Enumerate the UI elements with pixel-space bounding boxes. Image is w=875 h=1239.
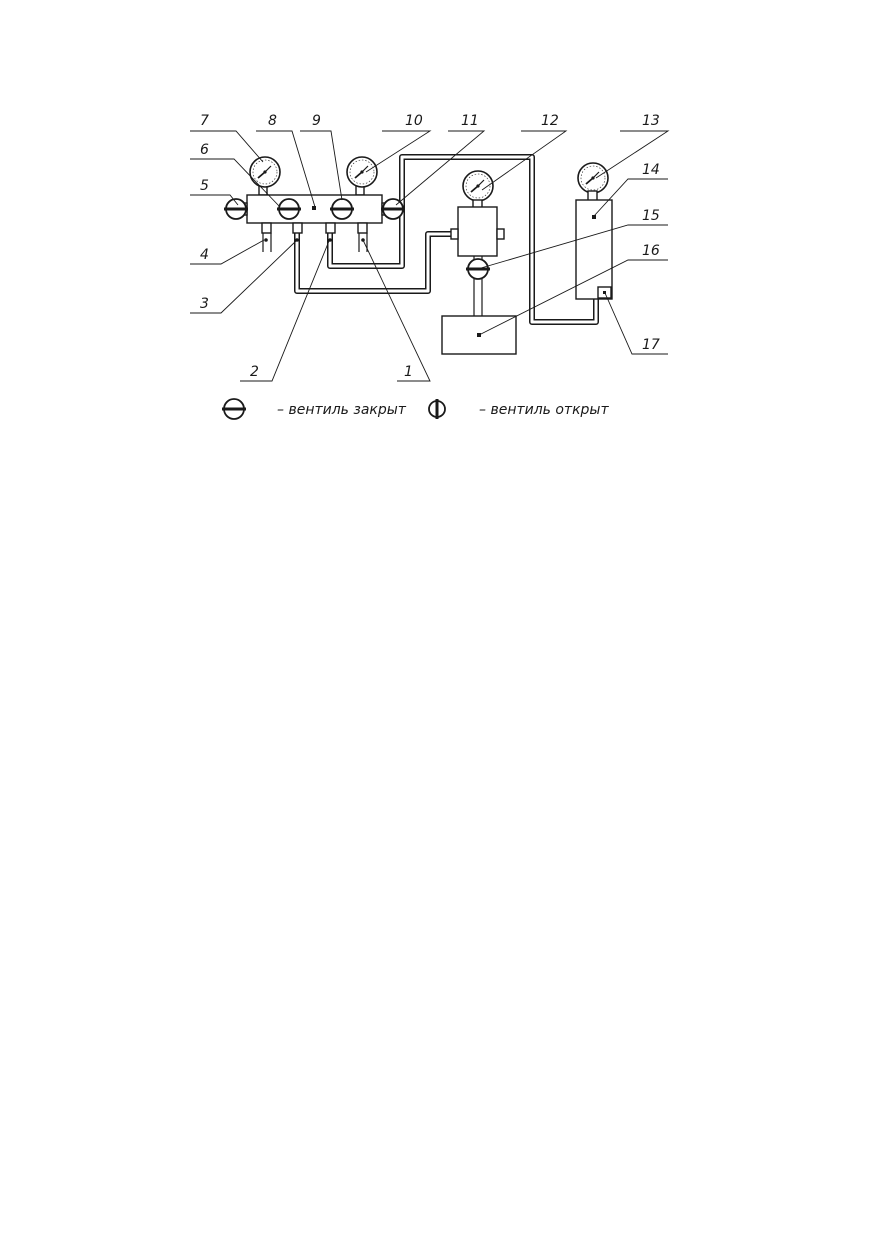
label-6: 6 xyxy=(200,142,209,158)
gauge-icon-12 xyxy=(462,170,494,202)
label-12: 12 xyxy=(541,113,559,129)
label-2: 2 xyxy=(250,364,259,380)
legend-open-text: – вентиль открыт xyxy=(479,402,609,418)
manifold-block xyxy=(235,182,394,252)
port-4 xyxy=(261,222,272,234)
port-1 xyxy=(357,222,368,234)
label-15: 15 xyxy=(642,208,660,224)
label-11: 11 xyxy=(461,113,479,129)
port-2 xyxy=(325,222,336,234)
label-4: 4 xyxy=(200,247,209,263)
label-10: 10 xyxy=(405,113,423,129)
label-1: 1 xyxy=(404,364,413,380)
supply-line xyxy=(473,279,483,316)
label-16: 16 xyxy=(642,243,660,259)
filter-block xyxy=(450,199,505,262)
label-3: 3 xyxy=(200,296,209,312)
label-8: 8 xyxy=(268,113,277,129)
pipes xyxy=(294,154,599,325)
valve-closed-legend-icon xyxy=(220,397,248,421)
gauge-icon-7 xyxy=(249,156,281,188)
label-14: 14 xyxy=(642,162,660,178)
legend: – вентиль закрыт – вентиль открыт xyxy=(220,397,609,421)
charging-cylinder xyxy=(575,190,613,300)
label-7: 7 xyxy=(200,113,209,129)
label-5: 5 xyxy=(200,178,209,194)
labels: 7 8 9 10 11 12 13 6 5 4 3 2 1 14 15 16 1… xyxy=(200,113,660,380)
port-3 xyxy=(292,222,303,234)
label-13: 13 xyxy=(642,113,660,129)
valve-open-legend-icon xyxy=(427,397,447,421)
pipe-port3-to-block xyxy=(294,228,455,294)
gauge-icon-13 xyxy=(577,162,609,194)
gauge-icon-10 xyxy=(346,156,378,188)
leader-lines xyxy=(190,130,670,382)
label-17: 17 xyxy=(642,337,660,353)
legend-closed-text: – вентиль закрыт xyxy=(277,402,407,418)
valve-closed-icon-15 xyxy=(464,257,492,281)
label-9: 9 xyxy=(312,113,321,129)
